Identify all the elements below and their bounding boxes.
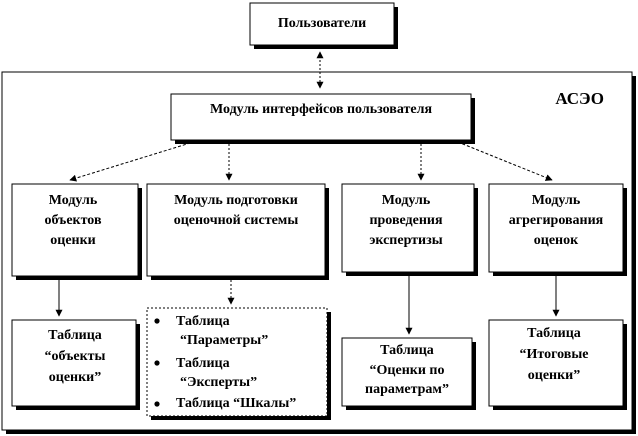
bullet-icon	[154, 318, 160, 324]
table-preparation-item-2: “Параметры”	[180, 333, 268, 348]
module-objects-box	[11, 183, 139, 277]
module-aggregation-line-2: агрегирования	[509, 213, 604, 228]
interface-module-label: Модуль интерфейсов пользователя	[210, 102, 432, 117]
module-preparation-line-1: Модуль подготовки	[174, 193, 298, 208]
table-preparation-item-1: Таблица	[176, 314, 230, 329]
table-ratings-line-1: Таблица	[380, 343, 434, 358]
module-aggregation-box	[488, 183, 624, 273]
bullet-icon	[154, 401, 160, 407]
table-totals-line-1: Таблица	[527, 326, 581, 341]
module-expertise-line-1: Модуль	[382, 193, 431, 208]
module-preparation-line-2: оценочной системы	[174, 213, 299, 228]
module-objects-line-2: объектов	[45, 213, 102, 228]
bullet-icon	[154, 360, 160, 366]
table-preparation-item-4: “Эксперты”	[180, 375, 257, 390]
users-label: Пользователи	[278, 16, 366, 31]
module-expertise-box	[341, 183, 475, 273]
interface-to-objects-connector	[69, 139, 201, 182]
table-ratings-line-3: параметрам”	[365, 382, 449, 397]
table-totals-line-3: оценки”	[528, 368, 580, 383]
system-label: АСЭО	[555, 89, 604, 108]
table-totals-line-2: “Итоговые	[520, 347, 589, 362]
table-totals-box	[488, 319, 624, 407]
module-expertise-line-3: экспертизы	[369, 233, 442, 248]
table-preparation-box	[146, 307, 328, 417]
table-ratings-box	[341, 337, 473, 407]
module-aggregation-line-3: оценок	[534, 233, 579, 248]
module-objects-line-1: Модуль	[49, 193, 98, 208]
interface-module-box	[170, 93, 472, 141]
table-objects-line-2: “объекты	[45, 349, 106, 364]
module-aggregation-line-1: Модуль	[532, 193, 581, 208]
module-preparation-box	[146, 183, 326, 277]
table-preparation-item-5: Таблица “Шкалы”	[176, 396, 296, 411]
users-box	[249, 2, 395, 46]
module-objects-line-3: оценки	[50, 233, 95, 248]
interface-to-aggregation-connector	[452, 139, 553, 181]
module-expertise-line-2: проведения	[369, 213, 443, 228]
table-objects-box	[11, 319, 137, 407]
table-objects-line-1: Таблица	[48, 328, 102, 343]
table-preparation-item-3: Таблица	[176, 356, 230, 371]
table-objects-line-3: оценки”	[49, 370, 101, 385]
table-ratings-line-2: “Оценки по	[370, 363, 445, 378]
